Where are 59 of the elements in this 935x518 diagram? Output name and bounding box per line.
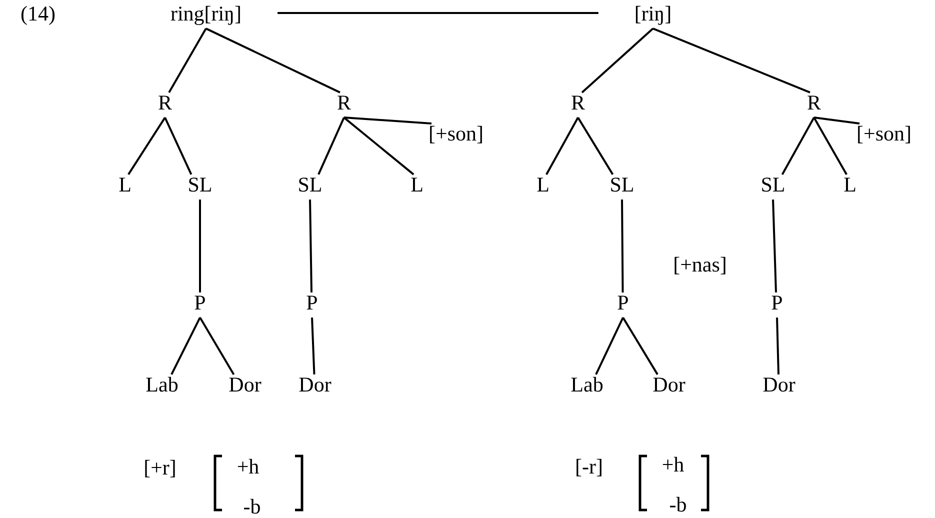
branch-line: [343, 116, 414, 176]
branch-line: [595, 317, 624, 375]
branch-line: [621, 200, 624, 292]
tree-node-label: [riŋ]: [634, 2, 672, 26]
tree-node-label: L: [410, 173, 424, 197]
tree-node-label: Dor: [228, 373, 262, 397]
branch-line: [164, 117, 192, 175]
tree-node-label: R: [571, 91, 585, 115]
branch-line: [652, 28, 810, 94]
tree-node-label: R: [807, 91, 821, 115]
feature-label: [+nas]: [673, 253, 727, 277]
feature-label: [+r]: [144, 456, 176, 480]
tree-node-label: ring[riŋ]: [170, 2, 242, 26]
tree-node-label: Dor: [298, 373, 332, 397]
branch-line: [546, 117, 579, 175]
branch-line: [776, 318, 780, 374]
tree-node-label: [+son]: [856, 122, 912, 146]
branch-line: [813, 117, 848, 175]
tree-node-label: P: [194, 291, 206, 315]
branch-line: [772, 200, 777, 292]
branch-line: [311, 318, 316, 374]
branch-line: [344, 116, 432, 124]
branch-line: [206, 28, 340, 94]
branch-line: [309, 200, 312, 292]
feature-label: [-r]: [575, 455, 603, 479]
tree-node-label: L: [118, 173, 132, 197]
branch-line: [199, 200, 201, 292]
tree-node-label: SL: [760, 173, 786, 197]
feature-value: +h: [236, 455, 260, 479]
tree-node-label: R: [337, 91, 351, 115]
branch-line: [278, 12, 598, 14]
tree-node-label: Dor: [652, 373, 686, 397]
branch-line: [128, 117, 166, 175]
feature-value: -b: [243, 495, 261, 518]
feature-value: -b: [669, 493, 687, 517]
tree-node-label: Dor: [762, 373, 796, 397]
branch-line: [170, 317, 201, 375]
branch-line: [318, 117, 345, 175]
branch-line: [781, 117, 815, 175]
branch-line: [168, 28, 207, 93]
tree-node-label: L: [844, 173, 856, 197]
tree-node-label: Lab: [146, 373, 178, 397]
tree-node-label: Lab: [570, 373, 604, 397]
tree-node-label: L: [536, 173, 550, 197]
tree-node-label: P: [617, 291, 629, 315]
branch-line: [199, 317, 235, 375]
tree-node-label: P: [306, 291, 318, 315]
tree-node-label: R: [158, 91, 172, 115]
tree-node-label: SL: [610, 173, 634, 197]
feature-value: +h: [662, 453, 684, 477]
branch-line: [577, 117, 614, 175]
tree-node-label: SL: [298, 173, 322, 197]
branch-line: [622, 317, 658, 375]
branch-line: [581, 28, 654, 94]
example-number: (14): [20, 2, 56, 26]
branch-line: [814, 116, 860, 124]
tree-node-label: SL: [188, 173, 212, 197]
tree-node-label: [+son]: [428, 122, 484, 146]
tree-node-label: P: [771, 291, 783, 315]
